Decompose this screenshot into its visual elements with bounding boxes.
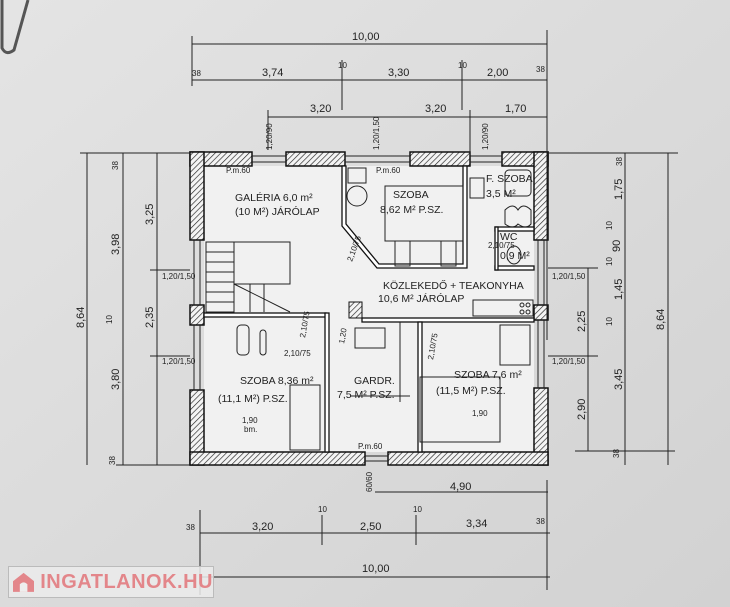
- watermark: INGATLANOK.HU: [8, 566, 214, 598]
- right-dim: 90: [611, 240, 623, 252]
- left-dim: 3,98: [110, 234, 122, 255]
- left-dim: 38: [108, 456, 117, 465]
- left-total-dim: 8,64: [75, 307, 87, 328]
- top-dim: 3,74: [262, 67, 283, 79]
- window-dim: 1,20/1,50: [552, 357, 586, 366]
- door-note: P.m.60: [358, 442, 383, 451]
- room-wc-label: WC: [500, 231, 518, 243]
- chimney: [348, 301, 363, 319]
- window-dim: 1,20/1,50: [162, 272, 196, 281]
- bottom-dim: 3,20: [252, 521, 273, 533]
- left-dim: 38: [111, 161, 120, 170]
- room-gardr-label: GARDR.: [354, 375, 395, 387]
- room-galeria-label: GALÉRIA 6,0 m²: [235, 191, 313, 204]
- top-dim: 3,30: [388, 67, 409, 79]
- floor-area: [204, 166, 534, 452]
- window-dim: 1,20/90: [481, 123, 490, 150]
- room-wc-area: 0,9 M²: [500, 250, 530, 262]
- left-axis-dim: 2,35: [144, 307, 156, 328]
- top-axis-dim: 3,20: [425, 103, 446, 115]
- right-axis-dim: 2,25: [576, 311, 588, 332]
- bottom-dim: 38: [186, 523, 195, 532]
- bottom-total-dim: 10,00: [362, 563, 390, 575]
- bottom-dim: 2,50: [360, 521, 381, 533]
- room-szoba-left-label: SZOBA 8,36 m²: [240, 375, 314, 387]
- watermark-text: INGATLANOK.HU: [40, 570, 213, 593]
- windows: [193, 155, 545, 462]
- annotations: P.m.60 P.m.60 P.m.60 1,90 bm. 1,90 2,10/…: [226, 166, 515, 451]
- room-kozlekedo-area: 10,6 M² JÁRÓLAP: [378, 292, 464, 305]
- right-dim: 1,75: [613, 179, 625, 200]
- room-szoba-left-area: (11,1 M²) P.SZ.: [218, 393, 288, 405]
- top-dim: 38: [192, 69, 201, 78]
- dimension-lines: [80, 30, 678, 595]
- window-dim: 1,20/90: [265, 123, 274, 150]
- top-axis-dim: 1,70: [505, 103, 526, 115]
- room-furdo-area: 3,5 M²: [486, 188, 516, 200]
- room-labels: GALÉRIA 6,0 m² (10 M²) JÁRÓLAP SZOBA 8,6…: [218, 173, 533, 405]
- window-dim: 1,20/1,50: [372, 116, 381, 150]
- right-axis-dim: 2,90: [576, 399, 588, 420]
- top-axis-dim: 3,20: [310, 103, 331, 115]
- door-dim: 60/60: [365, 471, 374, 492]
- bottom-axis-dim: 4,90: [450, 481, 471, 493]
- top-dim: 10: [338, 61, 347, 70]
- bottom-dim: 3,34: [466, 518, 487, 530]
- right-dim: 10: [605, 317, 614, 326]
- bottom-dim: 10: [318, 505, 327, 514]
- bottom-dim: 10: [413, 505, 422, 514]
- binder-clip: [0, 0, 30, 55]
- right-dim: 38: [612, 449, 621, 458]
- room-kozlekedo-label: KÖZLEKEDŐ + TEAKONYHA: [383, 278, 524, 292]
- left-dim: 3,80: [110, 369, 122, 390]
- bottom-dim: 38: [536, 517, 545, 526]
- window-dim: 1,20/1,50: [162, 357, 196, 366]
- staircase: [205, 241, 291, 313]
- room-szoba-right-area: (11,5 M²) P.SZ.: [436, 385, 506, 397]
- room-szoba-top-label: SZOBA: [393, 189, 429, 201]
- top-dim: 10: [458, 61, 467, 70]
- window-note: P.m.60: [226, 166, 251, 175]
- bed-unit: bm.: [244, 425, 257, 434]
- room-galeria-floor: (10 M²) JÁRÓLAP: [235, 205, 320, 218]
- door-size: 2,10/75: [488, 241, 515, 250]
- room-szoba-right-label: SZOBA 7,6 m²: [454, 369, 522, 381]
- top-dim: 38: [536, 65, 545, 74]
- window-dim: 1,20/1,50: [552, 272, 586, 281]
- right-total-dim: 8,64: [655, 309, 667, 330]
- left-axis-dim: 3,25: [144, 204, 156, 225]
- room-furdo-label: F. SZOBA: [486, 173, 533, 185]
- room-gardr-area: 7,5 M² P.SZ.: [337, 389, 395, 401]
- top-total-dim: 10,00: [352, 31, 380, 43]
- door-size: 2,10/75: [284, 349, 311, 358]
- house-icon: [13, 572, 35, 592]
- room-szoba-top-area: 8,62 M² P.SZ.: [380, 204, 443, 216]
- right-dim: 3,45: [613, 369, 625, 390]
- right-dim: 38: [615, 157, 624, 166]
- furniture: [236, 167, 534, 451]
- right-dim: 1,45: [613, 279, 625, 300]
- dimension-labels: 10,00 38 3,74 10 3,30 10 2,00 38 3,20 3,…: [75, 31, 667, 575]
- right-dim: 10: [605, 221, 614, 230]
- top-dim: 2,00: [487, 67, 508, 79]
- right-dim: 10: [605, 257, 614, 266]
- left-dim: 10: [105, 315, 114, 324]
- bed-length: 1,90: [242, 416, 258, 425]
- bed-length: 1,90: [472, 409, 488, 418]
- window-note: P.m.60: [376, 166, 401, 175]
- door-size: 1,20: [337, 327, 349, 344]
- outer-walls: [189, 151, 549, 466]
